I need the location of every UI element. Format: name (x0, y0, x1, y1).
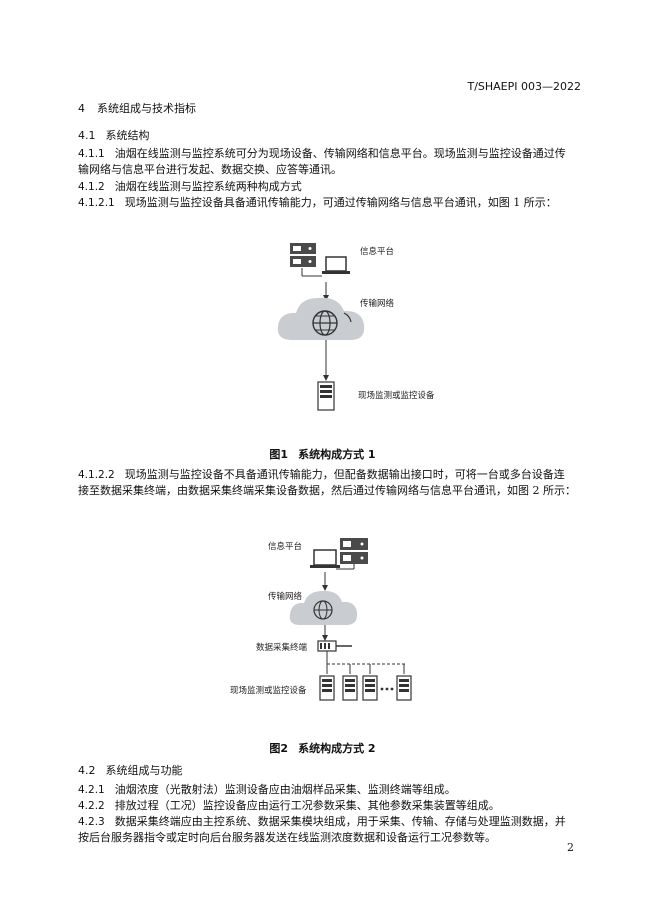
laptop-icon (322, 256, 350, 274)
cloud-network-icon (289, 590, 358, 625)
paragraph-4-1-2-1: 4.1.2.1 现场监测与监控设备具备通讯传输能力，可通过传输网络与信息平台通讯，… (78, 195, 557, 211)
section-4-heading: 4 系统组成与技术指标 (78, 100, 196, 116)
paragraph-line: 现场监测与监控设备具备通讯传输能力，可通过传输网络与信息平台通讯，如图 1 所示… (124, 196, 557, 209)
paragraph-4-1-2: 4.1.2 油烟在线监测与监控系统两种构成方式 (78, 179, 302, 195)
device-tower-icon (319, 675, 335, 701)
section-number: 4.2 (78, 764, 96, 777)
clause-number: 4.2.2 (78, 800, 105, 812)
figure-2-caption: 图2 系统构成方式 2 (0, 740, 645, 756)
figure-1-network-label: 传输网络 (360, 299, 395, 309)
paragraph-line: 油烟在线监测与监控系统可分为现场设备、传输网络和信息平台。现场监测与监控设备通过… (114, 147, 566, 160)
laptop-icon (310, 549, 340, 568)
ellipsis-icon (380, 687, 394, 691)
figure-1-device-label: 现场监测或监控设备 (358, 391, 435, 401)
caption-prefix: 图1 (269, 448, 289, 461)
clause-number: 4.1.2.2 (78, 469, 115, 481)
caption-text: 系统构成方式 1 (298, 448, 376, 461)
section-number: 4.1 (78, 129, 96, 142)
section-title: 系统结构 (105, 129, 150, 142)
clause-number: 4.1.1 (78, 148, 105, 160)
section-4-2-heading: 4.2 系统组成与功能 (78, 762, 183, 778)
caption-prefix: 图2 (269, 742, 289, 755)
paragraph-line: 油烟浓度（光散射法）监测设备应由油烟样品采集、监测终端等组成。 (114, 783, 456, 796)
paragraph-line: 油烟在线监测与监控系统两种构成方式 (114, 180, 302, 193)
paragraph-4-2-3: 4.2.3 数据采集终端应由主控系统、数据采集模块组成，用于采集、传输、存储与处理… (78, 814, 578, 846)
device-tower-icon (396, 675, 412, 701)
section-4-1-heading: 4.1 系统结构 (78, 127, 150, 143)
figure-2-platform-label: 信息平台 (268, 542, 303, 552)
paragraph-4-1-1: 4.1.1 油烟在线监测与监控系统可分为现场设备、传输网络和信息平台。现场监测与监… (78, 146, 578, 178)
clause-number: 4.2.1 (78, 784, 105, 796)
caption-text: 系统构成方式 2 (298, 742, 376, 755)
paragraph-4-1-2-2: 4.1.2.2 现场监测与监控设备不具备通讯传输能力，但配备数据输出接口时，可将一… (78, 467, 578, 499)
server-icon (290, 243, 316, 267)
paragraph-line: 排放过程（工况）监控设备应由运行工况参数采集、其他参数采集装置等组成。 (114, 799, 500, 812)
cloud-network-icon (277, 297, 365, 340)
section-title: 系统组成与功能 (105, 764, 183, 777)
paragraph-line: 数据采集终端应由主控系统、数据采集模块组成，用于采集、传输、存储与处理监测数据，… (114, 815, 566, 828)
paragraph-line: 按后台服务器指令或定时向后台服务器发送在线监测浓度数据和设备运行工况参数等。 (78, 831, 496, 844)
paragraph-4-2-1: 4.2.1 油烟浓度（光散射法）监测设备应由油烟样品采集、监测终端等组成。 (78, 782, 456, 798)
server-icon (340, 538, 368, 564)
data-collector-icon (317, 640, 337, 652)
clause-number: 4.2.3 (78, 816, 105, 828)
document-id: T/SHAEPI 003—2022 (467, 80, 581, 93)
figure-2-network-label: 传输网络 (268, 592, 303, 602)
figure-1-platform-label: 信息平台 (360, 247, 395, 257)
paragraph-line: 现场监测与监控设备不具备通讯传输能力，但配备数据输出接口时，可将一台或多台设备连 (124, 468, 565, 481)
section-title: 系统组成与技术指标 (97, 102, 196, 115)
figure-2-device-label: 现场监测或监控设备 (230, 686, 307, 696)
figure-1-caption: 图1 系统构成方式 1 (0, 446, 645, 462)
page-number: 2 (567, 841, 574, 854)
paragraph-line: 接至数据采集终端，由数据采集终端采集设备数据，然后通过传输网络与信息平台通讯，如… (78, 484, 576, 497)
device-tower-icon (317, 381, 335, 411)
figure-2-collector-label: 数据采集终端 (256, 643, 308, 653)
clause-number: 4.1.2 (78, 181, 105, 193)
device-tower-icon (362, 675, 378, 701)
section-number: 4 (78, 102, 85, 115)
device-tower-icon (342, 675, 358, 701)
clause-number: 4.1.2.1 (78, 197, 115, 209)
paragraph-4-2-2: 4.2.2 排放过程（工况）监控设备应由运行工况参数采集、其他参数采集装置等组成。 (78, 798, 500, 814)
paragraph-line: 输网络与信息平台进行发起、数据交换、应答等通讯。 (78, 163, 342, 176)
